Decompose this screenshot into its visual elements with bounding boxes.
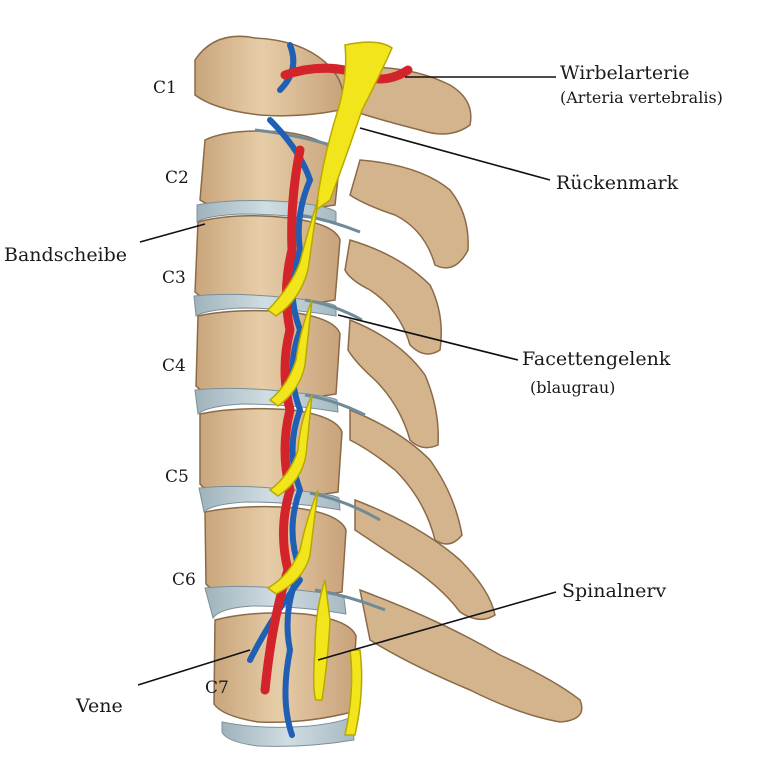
spinous-processes [328,66,583,723]
spinal-cord [266,41,393,736]
label-vene: Vene [76,695,123,717]
vertebra-label-c1: C1 [153,78,177,98]
leader-bandscheibe [139,223,206,243]
vertebra-label-c3: C3 [162,268,186,288]
label-rueckenmark: Rückenmark [556,172,679,194]
vertebra-label-c2: C2 [165,168,189,188]
vertebra-label-c4: C4 [162,356,186,376]
vertebra-label-c6: C6 [172,570,196,590]
vertebra-label-c7: C7 [205,678,229,698]
label-spinalnerv: Spinalnerv [562,580,667,602]
label-bandscheibe: Bandscheibe [4,244,128,266]
label-wirbelarterie: Wirbelarterie [560,62,690,84]
leader-vene [137,649,251,686]
leader-facettengelenk [337,314,519,361]
leader-rueckenmark [359,127,551,181]
label-blaugrau: (blaugrau) [530,378,616,397]
leader-spinalnerv [317,591,557,661]
vertebra-label-c5: C5 [165,467,189,487]
leader-lines [137,76,557,686]
label-arteria-vertebralis: (Arteria vertebralis) [560,88,723,107]
label-facettengelenk: Facettengelenk [522,348,671,370]
